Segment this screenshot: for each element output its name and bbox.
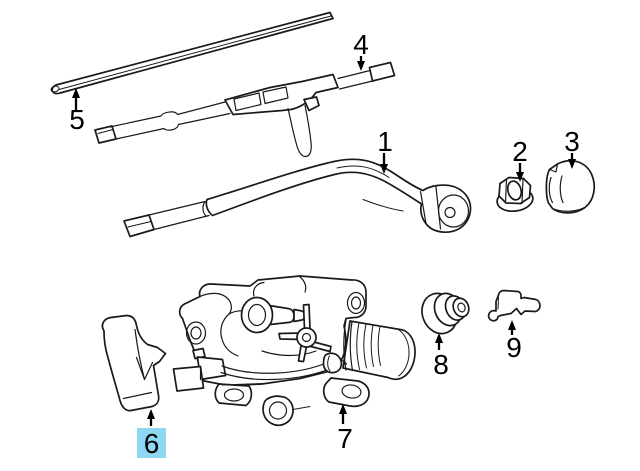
callout-9[interactable]: 9 bbox=[506, 320, 522, 363]
callout-1-number: 1 bbox=[377, 126, 393, 157]
callout-3-number: 3 bbox=[564, 126, 580, 157]
callout-2-number: 2 bbox=[512, 136, 528, 167]
callout-5[interactable]: 5 bbox=[69, 88, 85, 135]
cap-drawing bbox=[545, 159, 596, 214]
wiper-motor-drawing bbox=[172, 275, 416, 427]
wiper-blade-drawing bbox=[94, 61, 396, 158]
nut-drawing bbox=[496, 176, 534, 213]
callout-4-number: 4 bbox=[353, 29, 369, 60]
callout-6-number: 6 bbox=[144, 428, 160, 459]
callout-5-number: 5 bbox=[69, 104, 85, 135]
callout-8[interactable]: 8 bbox=[433, 333, 449, 380]
callout-6[interactable]: 6 bbox=[137, 409, 166, 459]
grommet-drawing bbox=[421, 292, 470, 335]
callout-9-number: 9 bbox=[506, 332, 522, 363]
wiper-refill-drawing bbox=[50, 11, 334, 95]
cover-drawing bbox=[101, 314, 167, 412]
callout-7[interactable]: 7 bbox=[337, 404, 353, 454]
callout-3[interactable]: 3 bbox=[564, 126, 580, 169]
callout-7-number: 7 bbox=[337, 423, 353, 454]
callout-2[interactable]: 2 bbox=[512, 136, 528, 182]
wiper-arm-drawing bbox=[123, 158, 472, 238]
callout-4[interactable]: 4 bbox=[353, 29, 369, 71]
callout-6-highlight bbox=[137, 428, 166, 458]
callout-1[interactable]: 1 bbox=[377, 126, 393, 174]
callout-8-number: 8 bbox=[433, 349, 449, 380]
clip-drawing bbox=[487, 289, 541, 322]
